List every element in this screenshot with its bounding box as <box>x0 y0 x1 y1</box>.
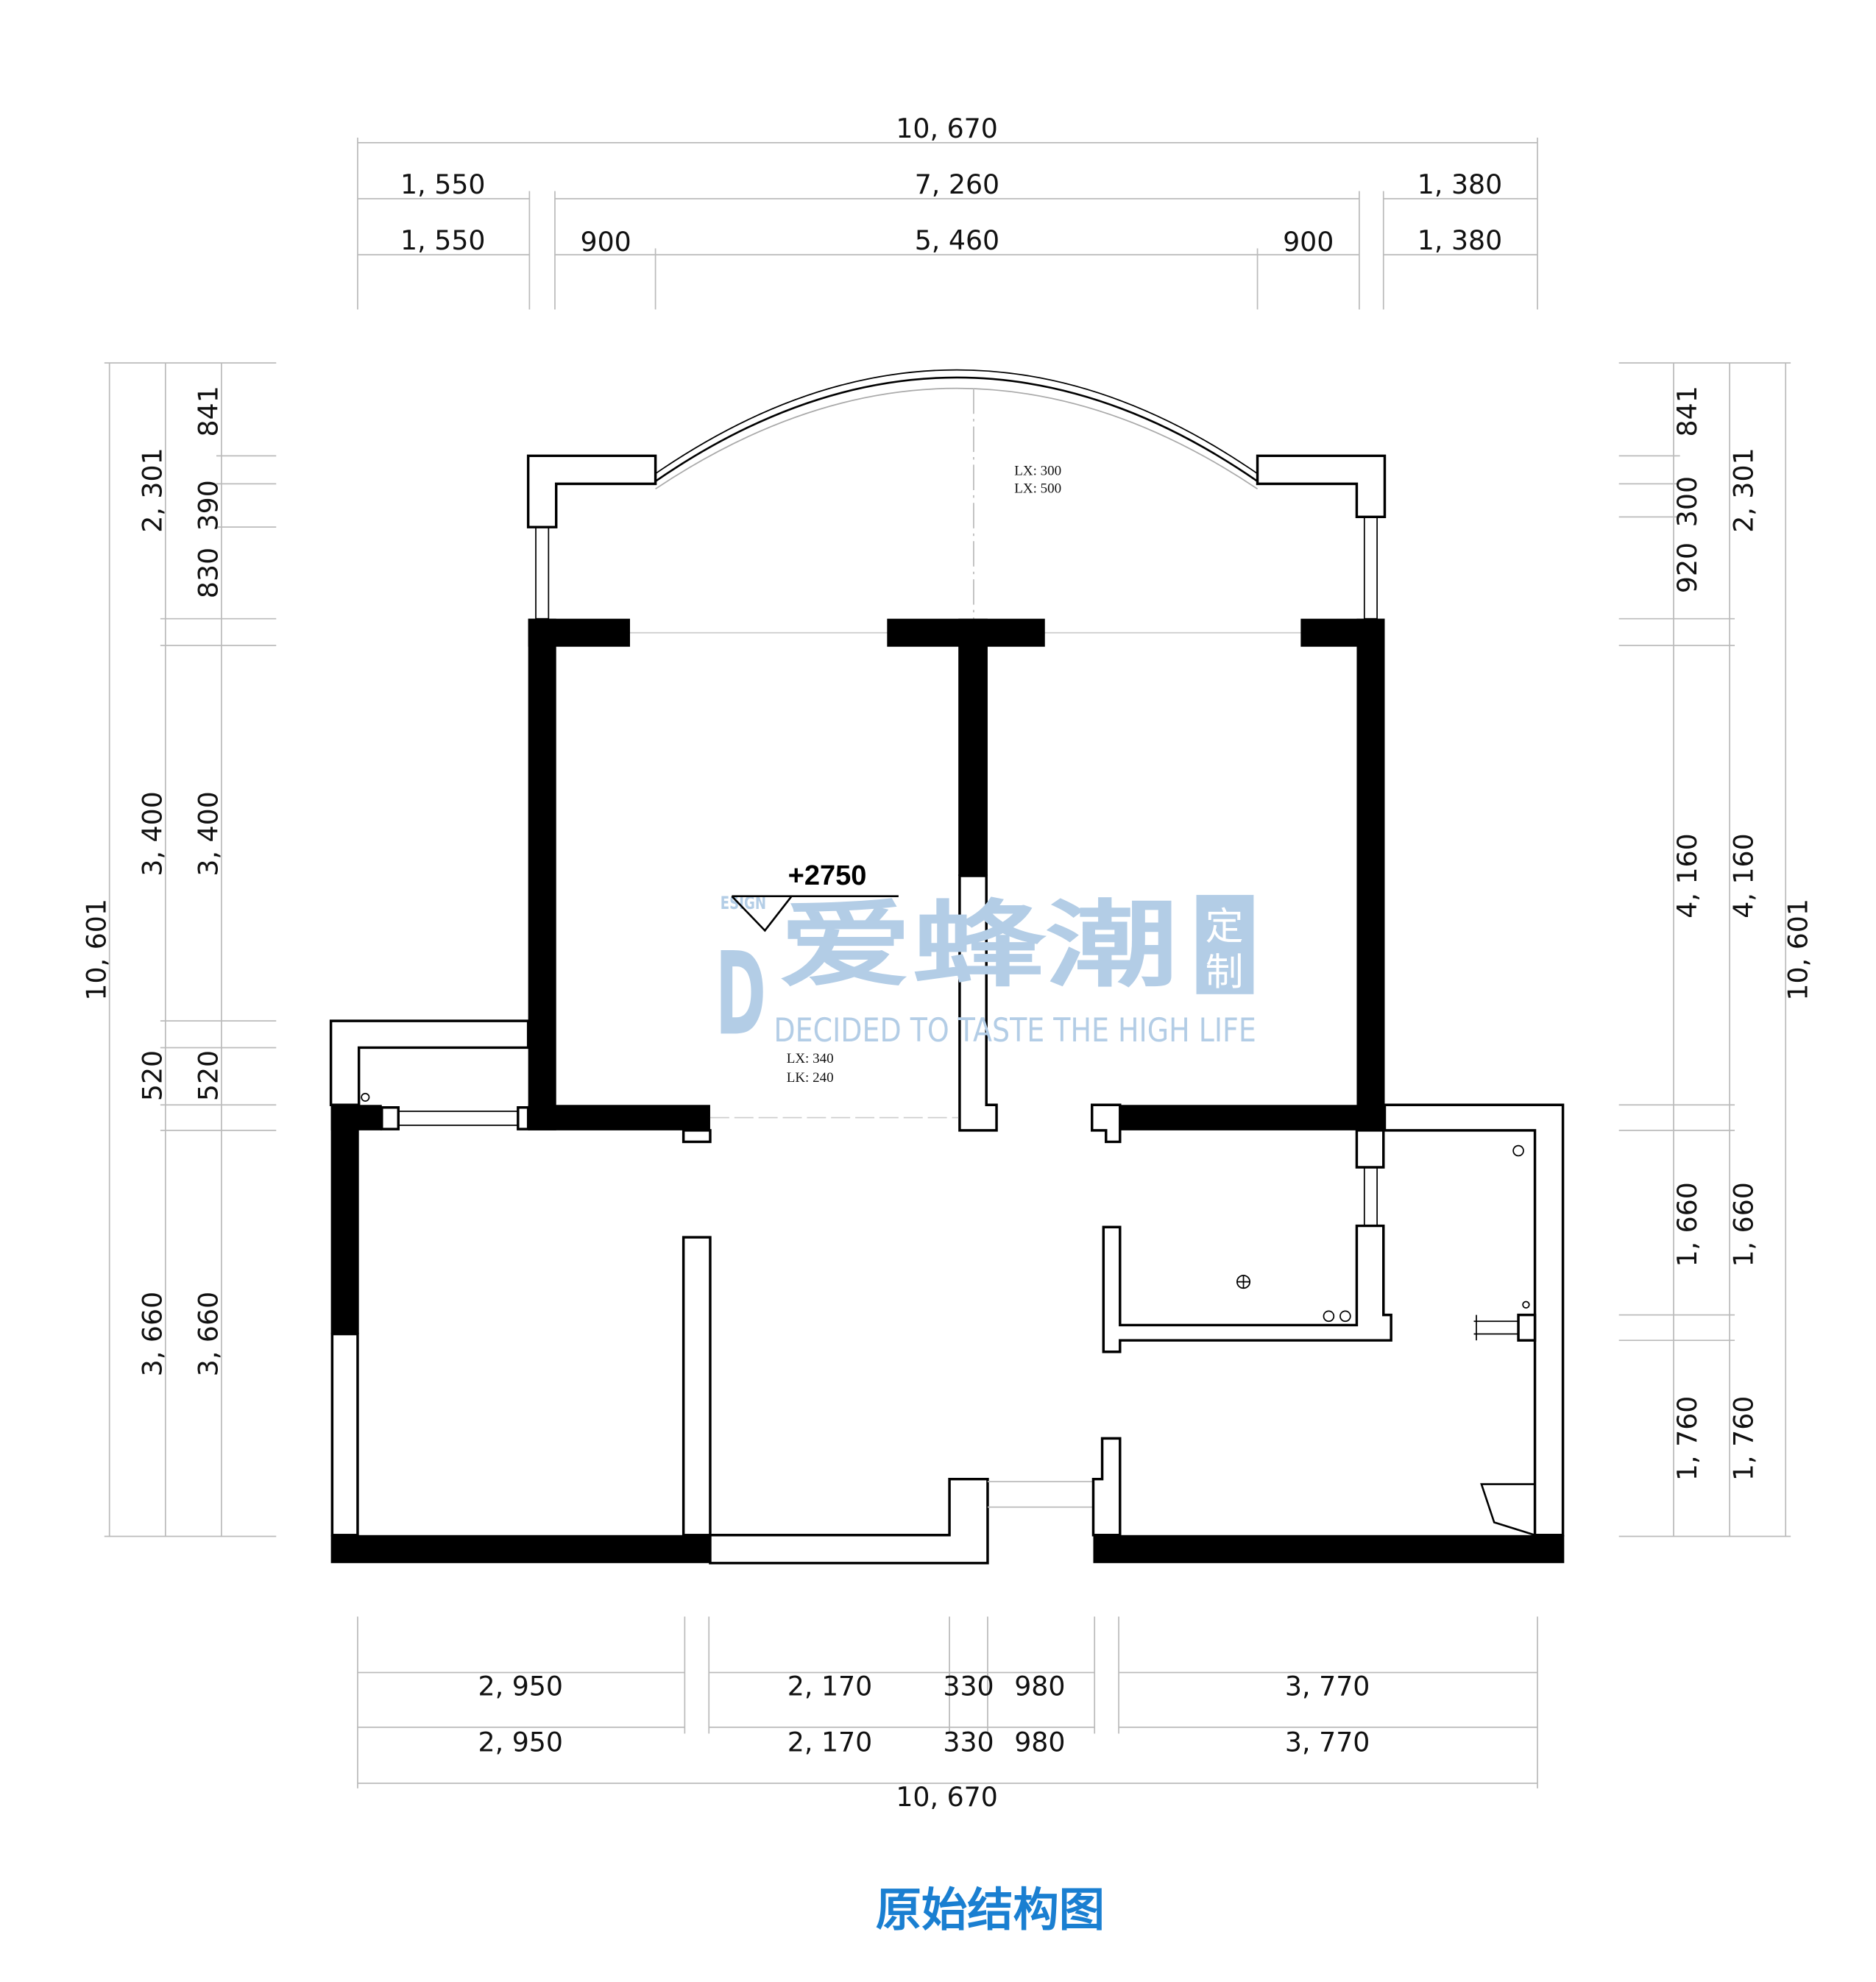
dim-left: 3, 660 <box>193 1292 224 1376</box>
watermark-brand: 爱蜂潮 <box>779 891 1178 1000</box>
dim-right: 1, 660 <box>1727 1182 1759 1267</box>
beam-note: LK: 240 <box>787 1070 834 1086</box>
plan-title: 原始结构图 <box>876 1883 1105 1937</box>
dim-top: 900 <box>1283 226 1334 258</box>
top-dimensions: 10, 670 1, 550 7, 260 1, 380 1, 550 900 … <box>357 113 1538 310</box>
dim-right: 1, 760 <box>1671 1396 1703 1481</box>
beam-note: LX: 340 <box>787 1051 834 1066</box>
dim-bottom: 3, 770 <box>1285 1727 1370 1758</box>
dim-top: 1, 380 <box>1417 224 1502 256</box>
dim-top: 5, 460 <box>915 224 999 256</box>
dim-top: 1, 550 <box>400 224 485 256</box>
dim-left: 2, 301 <box>137 447 169 532</box>
dim-top-total: 10, 670 <box>896 113 998 144</box>
dim-bottom: 3, 770 <box>1285 1671 1370 1702</box>
balcony: LX: 300 LX: 500 <box>526 369 1387 634</box>
dim-bottom: 2, 950 <box>478 1727 563 1758</box>
brand-watermark: ESIGN D 爱蜂潮 定 制 DECIDED TO TASTE THE HIG… <box>715 891 1256 1061</box>
dim-right: 1, 760 <box>1727 1396 1759 1481</box>
dim-right: 300 <box>1671 476 1703 527</box>
dim-right: 1, 660 <box>1671 1182 1703 1267</box>
dim-top: 1, 380 <box>1417 169 1502 200</box>
dim-left: 841 <box>193 386 224 436</box>
left-dimensions: 10, 601 2, 301 3, 400 520 3, 660 841 390… <box>81 362 277 1537</box>
dim-left: 520 <box>137 1050 169 1101</box>
dim-bottom: 980 <box>1014 1671 1065 1702</box>
dim-top: 1, 550 <box>400 169 485 200</box>
elevation-label: +2750 <box>788 860 867 891</box>
walls <box>329 618 1565 1565</box>
dim-bottom: 330 <box>943 1727 994 1758</box>
watermark-letter: D <box>715 927 766 1061</box>
dim-bottom: 330 <box>943 1671 994 1702</box>
dim-left: 830 <box>193 548 224 598</box>
dim-right-total: 10, 601 <box>1783 899 1814 1001</box>
balcony-beam-note: LX: 500 <box>1014 481 1061 496</box>
dim-right: 2, 301 <box>1727 447 1759 532</box>
watermark-slogan: DECIDED TO TASTE THE HIGH LIFE <box>774 1011 1256 1050</box>
dim-left: 390 <box>193 480 224 531</box>
dim-top: 7, 260 <box>915 169 999 200</box>
dim-left: 3, 660 <box>137 1292 169 1376</box>
bottom-dimensions: 2, 950 2, 170 330 980 3, 770 2, 950 2, 1… <box>357 1616 1538 1813</box>
dim-left-total: 10, 601 <box>81 899 113 1001</box>
dim-bottom: 2, 170 <box>787 1727 872 1758</box>
balcony-beam-note: LX: 300 <box>1014 463 1061 478</box>
dim-left: 3, 400 <box>193 791 224 876</box>
dim-bottom: 980 <box>1014 1727 1065 1758</box>
dim-right: 920 <box>1671 542 1703 593</box>
dim-left: 3, 400 <box>137 791 169 876</box>
dim-left: 520 <box>193 1050 224 1101</box>
dim-right: 4, 160 <box>1727 833 1759 918</box>
watermark-badge-char: 制 <box>1206 951 1244 995</box>
dim-right: 841 <box>1671 386 1703 436</box>
dim-right: 4, 160 <box>1671 833 1703 918</box>
dim-bottom-total: 10, 670 <box>896 1781 998 1813</box>
dim-bottom: 2, 170 <box>787 1671 872 1702</box>
right-dimensions: 10, 601 2, 301 4, 160 1, 660 1, 760 841 … <box>1618 362 1814 1537</box>
dim-top: 900 <box>581 226 631 258</box>
dim-bottom: 2, 950 <box>478 1671 563 1702</box>
watermark-badge <box>1196 894 1254 994</box>
watermark-badge-char: 定 <box>1206 905 1244 949</box>
elevation-marker: +2750 <box>731 860 899 932</box>
